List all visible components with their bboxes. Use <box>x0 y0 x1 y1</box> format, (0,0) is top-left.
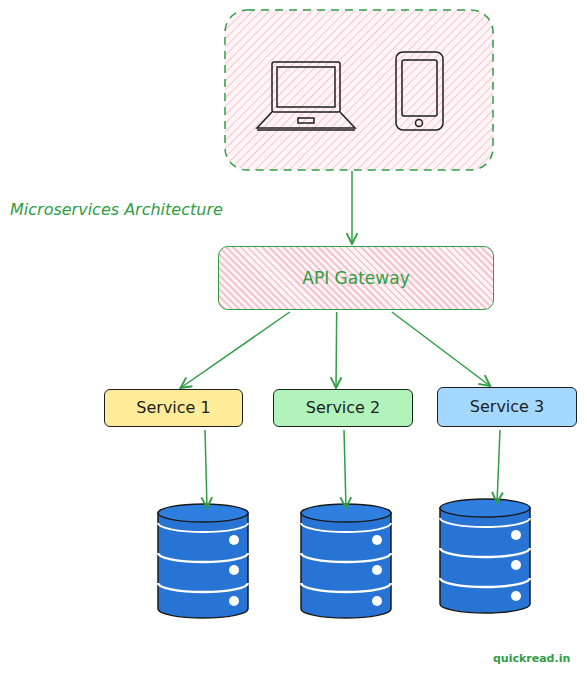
service-box: Service 1 <box>104 389 243 427</box>
flow-arrow <box>335 312 337 388</box>
node-label: Service 1 <box>136 398 210 417</box>
node-label: Service 3 <box>470 397 544 416</box>
service-box: Service 2 <box>273 389 413 427</box>
flow-arrow <box>180 312 289 388</box>
flow-arrow <box>392 312 490 386</box>
laptop-icon <box>257 62 355 130</box>
node-label: API Gateway <box>302 268 409 288</box>
service-box: Service 3 <box>437 387 577 427</box>
client-arrow <box>351 171 353 244</box>
db-arrow <box>205 430 207 508</box>
database-cylinder <box>158 504 248 618</box>
database-cylinder <box>301 504 391 618</box>
diagram-title: Microservices Architecture <box>10 200 223 219</box>
database-cylinder <box>440 499 530 613</box>
phone-icon <box>396 52 443 130</box>
watermark: quickread.in <box>493 652 570 665</box>
client-group <box>225 10 493 170</box>
gateway-box: API Gateway <box>218 246 494 310</box>
db-arrow <box>497 430 500 503</box>
node-label: Service 2 <box>306 398 380 417</box>
db-arrow <box>344 430 346 508</box>
